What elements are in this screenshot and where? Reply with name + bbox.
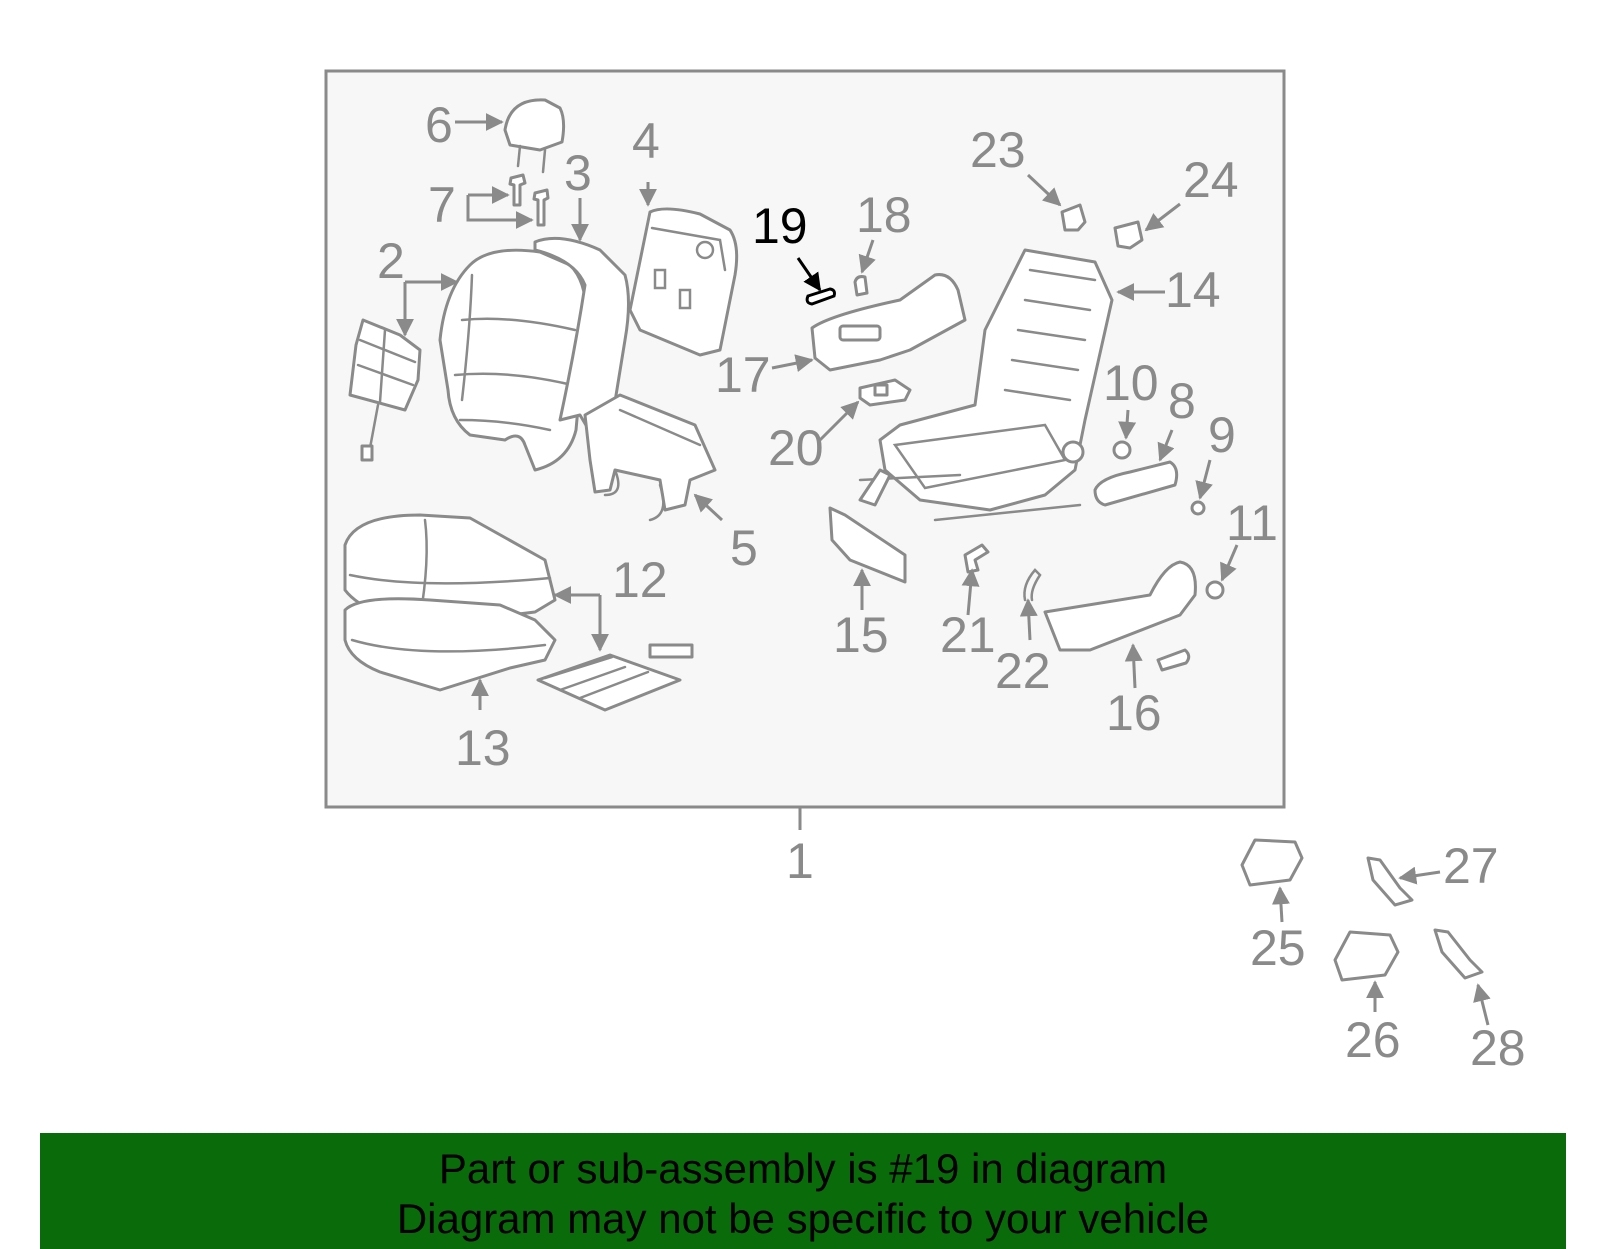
callout-7: 7 [428,177,456,233]
arrow-24 [1144,202,1181,232]
part-23-clip[interactable] [1060,203,1087,232]
callout-17: 17 [715,347,771,403]
part-26-cover[interactable] [1333,930,1400,982]
arrow-8 [1157,429,1175,462]
arrow-20 [818,400,860,442]
callout-21: 21 [940,607,996,663]
callout-8: 8 [1168,373,1196,429]
callout-14: 14 [1165,262,1221,318]
callout-4: 4 [632,113,660,169]
callout-10: 10 [1103,355,1159,411]
arrow-11 [1220,544,1239,582]
callout-20: 20 [768,420,824,476]
arrow-21 [961,568,980,616]
arrow-25 [1271,886,1290,923]
callout-9: 9 [1208,407,1236,463]
part-28-bracket[interactable] [1433,928,1484,980]
callout-6: 6 [425,97,453,153]
arrow-19 [796,257,822,292]
part-6-headrest[interactable] [503,98,566,174]
banner-line-disclaimer: Diagram may not be specific to your vehi… [396,1195,1210,1242]
callout-5: 5 [730,520,758,576]
part-13-cushion-pad[interactable] [343,597,557,692]
part-18-clip[interactable] [853,275,869,297]
part-16-shield[interactable] [1043,560,1197,672]
callout-27: 27 [1443,838,1499,894]
callout-2: 2 [377,233,405,289]
callout-16: 16 [1106,685,1162,741]
callout-15: 15 [833,607,889,663]
part-9-screw[interactable] [1190,500,1206,516]
arrow-28 [1473,983,1491,1026]
part-27-bracket[interactable] [1366,856,1414,907]
arrow-17 [771,354,814,373]
callout-25: 25 [1250,920,1306,976]
callout-26: 26 [1345,1012,1401,1068]
arrow-27 [1398,866,1441,885]
part-2-seatback-cover[interactable] [438,248,588,472]
part-10-nut[interactable] [1112,440,1132,460]
part-11-nut[interactable] [1205,580,1225,600]
callout-18: 18 [856,187,912,243]
arrow-18 [858,239,876,274]
callout-13: 13 [455,720,511,776]
info-banner: Part or sub-assembly is #19 in diagram D… [40,1133,1566,1249]
part-3-seatback-pad[interactable] [533,236,630,434]
callout-19: 19 [752,198,808,254]
callout-23: 23 [970,122,1026,178]
part-8-cover[interactable] [1093,460,1179,507]
arrow-9 [1195,459,1213,500]
part-22-bracket[interactable] [1023,568,1042,602]
callout-3: 3 [564,145,592,201]
part-4-back-board[interactable] [628,207,739,357]
part-19-switch-knob[interactable] [805,287,836,306]
arrow-23 [1026,173,1062,207]
callout-1: 1 [786,833,814,889]
callout-28: 28 [1470,1020,1526,1076]
callout-12: 12 [612,552,668,608]
banner-line-part: Part or sub-assembly is #19 in diagram [438,1145,1168,1192]
callout-24: 24 [1183,152,1239,208]
part-14-seat-frame[interactable] [858,248,1114,522]
arrow-10 [1118,409,1137,440]
part-15-cover[interactable] [828,506,907,584]
part-17-side-shield[interactable] [810,273,967,372]
callout-11: 11 [1226,495,1278,551]
arrow-16 [1124,643,1143,689]
part-25-cover[interactable] [1240,838,1304,887]
callout-22: 22 [995,643,1051,699]
part-24-clip[interactable] [1113,220,1144,250]
arrow-5 [693,493,724,522]
part-20-switch[interactable] [858,378,912,407]
arrow-22 [1019,598,1038,641]
part-5-seatback-frame[interactable] [583,393,717,522]
